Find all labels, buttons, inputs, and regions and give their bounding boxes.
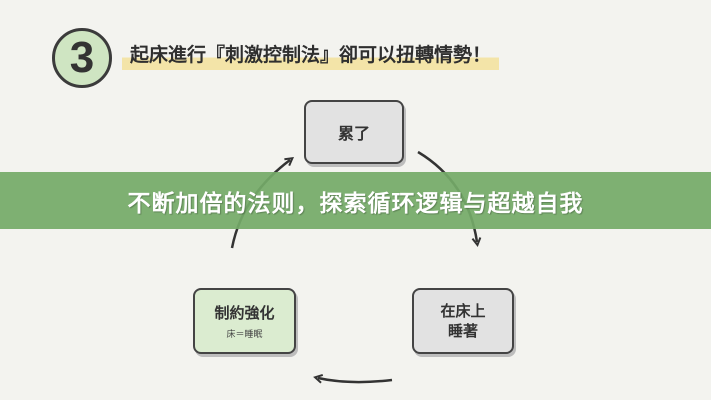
heading: 起床進行『刺激控制法』卻可以扭轉情勢！ xyxy=(122,40,500,70)
node-tired: 累了 xyxy=(304,100,404,164)
title-banner: 不断加倍的法则，探索循环逻辑与超越自我 xyxy=(0,172,711,229)
node-in-bed-line1: 在床上 xyxy=(440,302,486,320)
node-in-bed: 在床上 睡著 xyxy=(412,288,514,354)
step-number-badge: 3 xyxy=(52,28,112,88)
node-conditioning-reinforced: 制約強化 床＝睡眠 xyxy=(193,288,296,354)
node-tired-label: 累了 xyxy=(337,124,370,143)
node-reinforce-sub: 床＝睡眠 xyxy=(226,330,263,340)
node-in-bed-line2: 睡著 xyxy=(447,322,478,340)
node-reinforce-label: 制約強化 xyxy=(214,304,275,322)
step-number: 3 xyxy=(69,33,95,82)
arrow-bed-to-reinforce xyxy=(318,378,393,382)
banner-title: 不断加倍的法则，探索循环逻辑与超越自我 xyxy=(127,190,584,217)
